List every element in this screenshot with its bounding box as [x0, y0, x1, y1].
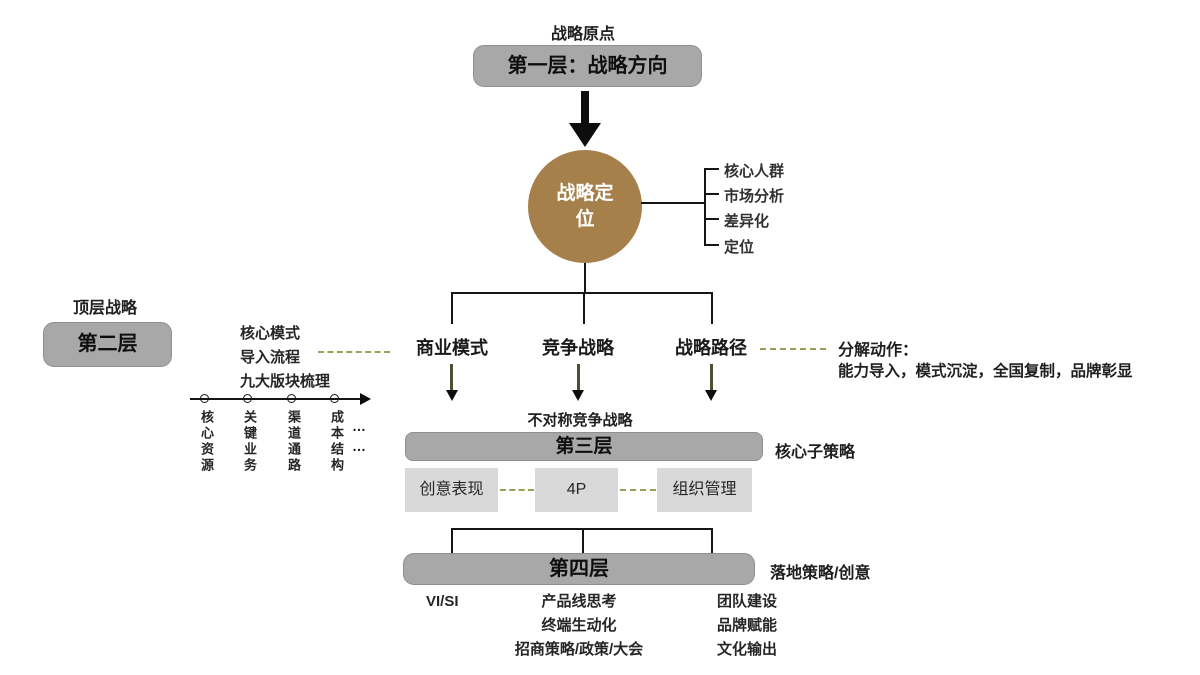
bracket-line	[641, 202, 705, 204]
bracket-tick	[704, 218, 719, 220]
branch-label-business-model: 商业模式	[416, 338, 488, 358]
timeline-node-icon	[200, 394, 209, 403]
branch-label-strategy-path: 战略路径	[675, 338, 747, 358]
timeline-node-icon	[287, 394, 296, 403]
layer4-col1: VI/SI	[426, 590, 459, 614]
thick-down-arrow-icon	[569, 123, 601, 147]
strategy-box-organization: 组织管理	[657, 468, 752, 512]
layer1-box: 第一层：战略方向	[473, 45, 702, 87]
positioning-circle: 战略定位	[528, 150, 642, 263]
ellipsis: …	[352, 438, 366, 454]
note-line: 导入流程	[240, 349, 301, 366]
note-line: 九大版块梳理	[240, 373, 331, 390]
note-line: 核心模式	[240, 325, 301, 342]
bracket-tick	[704, 244, 719, 246]
layer4-side-label: 落地策略/创意	[770, 565, 871, 582]
branch-label-competitive-strategy: 竞争战略	[542, 338, 614, 358]
caption-top-strategy: 顶层战略	[73, 300, 138, 317]
bracket-line	[704, 168, 706, 246]
bracket-tick	[704, 193, 719, 195]
dashed-connector	[318, 351, 390, 353]
layer4-col3: 团队建设 品牌赋能 文化输出	[717, 590, 777, 662]
layer4-bar: 第四层	[403, 553, 755, 585]
connector-line	[451, 292, 453, 324]
layer3-bar: 第三层	[405, 432, 763, 461]
down-arrow-shaft	[577, 364, 580, 392]
layer2-notes: 核心模式 导入流程 九大版块梳理	[240, 322, 330, 394]
list-item: 品牌赋能	[717, 617, 778, 634]
canvas-item: 关键业务	[242, 410, 257, 474]
timeline-line	[190, 398, 362, 400]
list-item: 文化输出	[717, 641, 778, 658]
dashed-connector	[760, 348, 826, 350]
down-arrow-icon	[572, 390, 584, 401]
caption-asymmetric-strategy: 不对称竞争战略	[527, 412, 633, 429]
canvas-item: 成本结构	[329, 410, 344, 474]
positioning-item: 市场分析	[724, 188, 785, 205]
connector-line	[711, 292, 713, 324]
list-item: 团队建设	[717, 593, 778, 610]
positioning-item: 差异化	[724, 213, 770, 230]
canvas-item: 核心资源	[199, 410, 214, 474]
positioning-item: 定位	[724, 239, 755, 256]
down-arrow-shaft	[710, 364, 713, 392]
layer2-box: 第二层	[43, 322, 172, 367]
ellipsis: …	[352, 418, 366, 434]
list-item: 产品线思考	[541, 593, 617, 610]
down-arrow-icon	[446, 390, 458, 401]
connector-line	[451, 292, 713, 294]
decompose-title: 分解动作：	[838, 342, 919, 359]
bracket-tick	[704, 168, 719, 170]
connector-line	[451, 528, 453, 554]
positioning-item: 核心人群	[724, 163, 785, 180]
list-item: VI/SI	[426, 593, 459, 610]
strategy-box-4p: 4P	[535, 468, 618, 512]
down-arrow-icon	[705, 390, 717, 401]
down-arrow-shaft	[450, 364, 453, 392]
list-item: 招商策略/政策/大会	[514, 641, 644, 658]
positioning-circle-label: 战略定位	[556, 182, 614, 230]
connector-line	[582, 528, 584, 554]
timeline-node-icon	[330, 394, 339, 403]
caption-strategy-origin: 战略原点	[550, 26, 615, 43]
strategy-box-creative: 创意表现	[405, 468, 498, 512]
list-item: 终端生动化	[541, 617, 617, 634]
canvas-item: 渠道通路	[286, 410, 301, 474]
layer4-col2: 产品线思考 终端生动化 招商策略/政策/大会	[468, 590, 690, 662]
decompose-detail: 能力导入，模式沉淀，全国复制，品牌彰显	[838, 363, 1133, 380]
thick-down-arrow-shaft	[581, 91, 589, 125]
dashed-connector	[500, 489, 534, 491]
timeline-arrow-icon	[360, 393, 371, 405]
layer3-side-label: 核心子策略	[775, 444, 856, 461]
connector-line	[583, 292, 585, 324]
dashed-connector	[620, 489, 656, 491]
connector-line	[711, 528, 713, 554]
connector-line	[584, 263, 586, 293]
timeline-node-icon	[243, 394, 252, 403]
